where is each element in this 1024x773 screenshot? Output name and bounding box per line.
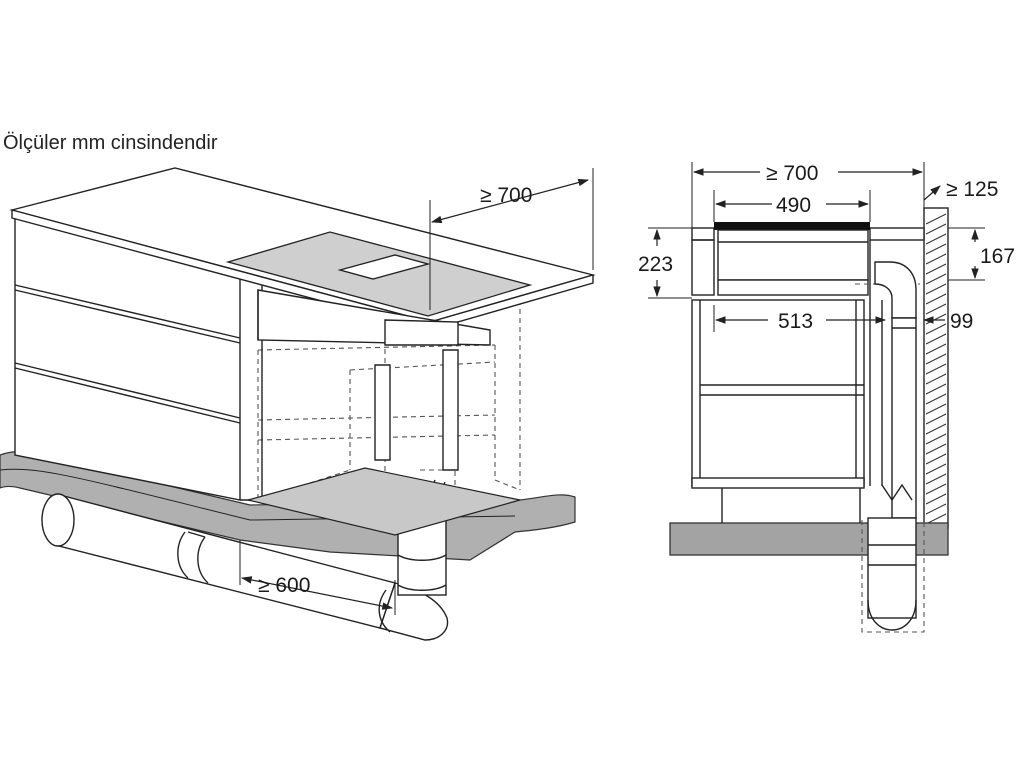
- section-duct: [861, 261, 925, 633]
- wall-hatch-line: [925, 363, 947, 375]
- wall-hatch-line: [925, 443, 947, 455]
- wall: [923, 207, 949, 529]
- dim-depth-perspective: [429, 168, 594, 310]
- dim-cutout-width: [713, 190, 871, 222]
- label-inner-depth: 513: [778, 310, 813, 333]
- wall-hatch-line: [925, 343, 947, 355]
- dim-wall-gap: [923, 185, 941, 201]
- dim-inner-depth: [713, 305, 887, 332]
- wall-hatch-line: [925, 423, 947, 435]
- dim-total-depth: [691, 162, 925, 228]
- units-caption: Ölçüler mm cinsindendir: [3, 132, 218, 154]
- section-view: ≥ 700 490 ≥ 125 223: [638, 162, 1015, 633]
- wall-hatch-line: [925, 503, 947, 515]
- section-cooktop: [714, 222, 920, 296]
- wall-hatch-line: [925, 513, 947, 525]
- wall-hatch-line: [925, 213, 947, 225]
- perspective-view: ≥ 700 ≥ 600: [0, 167, 596, 641]
- wall-hatch-line: [925, 333, 947, 345]
- cooktop: [225, 231, 533, 317]
- wall-hatch-line: [925, 243, 947, 255]
- label-unit-height: 167: [980, 245, 1015, 268]
- label-duct-run: ≥ 600: [258, 574, 310, 597]
- wall-hatch-line: [925, 373, 947, 385]
- wall-hatch-line: [925, 303, 947, 315]
- wall-hatch-line: [925, 433, 947, 445]
- dim-unit-height: [948, 227, 985, 281]
- wall-hatch-line: [925, 233, 947, 245]
- wall-hatch-line: [925, 453, 947, 465]
- label-total-depth: ≥ 700: [766, 162, 818, 185]
- wall-hatch-line: [925, 253, 947, 265]
- wall-hatch-line: [925, 353, 947, 365]
- wall-hatch-line: [925, 483, 947, 495]
- wall-hatch-line: [925, 393, 947, 405]
- wall-hatch-line: [925, 273, 947, 285]
- dim-duct-run: [239, 540, 396, 615]
- cooktop-body: [257, 289, 491, 346]
- wall-hatch-line: [925, 223, 947, 235]
- wall-hatch-line: [925, 493, 947, 505]
- label-depth-perspective: ≥ 700: [480, 184, 532, 207]
- wall-hatch-line: [925, 463, 947, 475]
- wall-hatch-line: [925, 473, 947, 485]
- label-cutout-width: 490: [776, 194, 811, 217]
- wall-hatch-line: [925, 383, 947, 395]
- wall-hatch-line: [925, 283, 947, 295]
- wall-hatch-line: [925, 413, 947, 425]
- wall-hatch-line: [925, 323, 947, 335]
- section-cabinet: [691, 239, 883, 523]
- wall-hatch-line: [925, 403, 947, 415]
- dim-top-height: [648, 227, 692, 299]
- plinth-tray: [247, 467, 521, 536]
- wall-hatch-line: [925, 263, 947, 275]
- wall-hatch-line: [925, 293, 947, 305]
- label-duct-offset: 99: [950, 310, 973, 333]
- label-top-height: 223: [638, 253, 673, 276]
- label-wall-gap: ≥ 125: [946, 178, 998, 201]
